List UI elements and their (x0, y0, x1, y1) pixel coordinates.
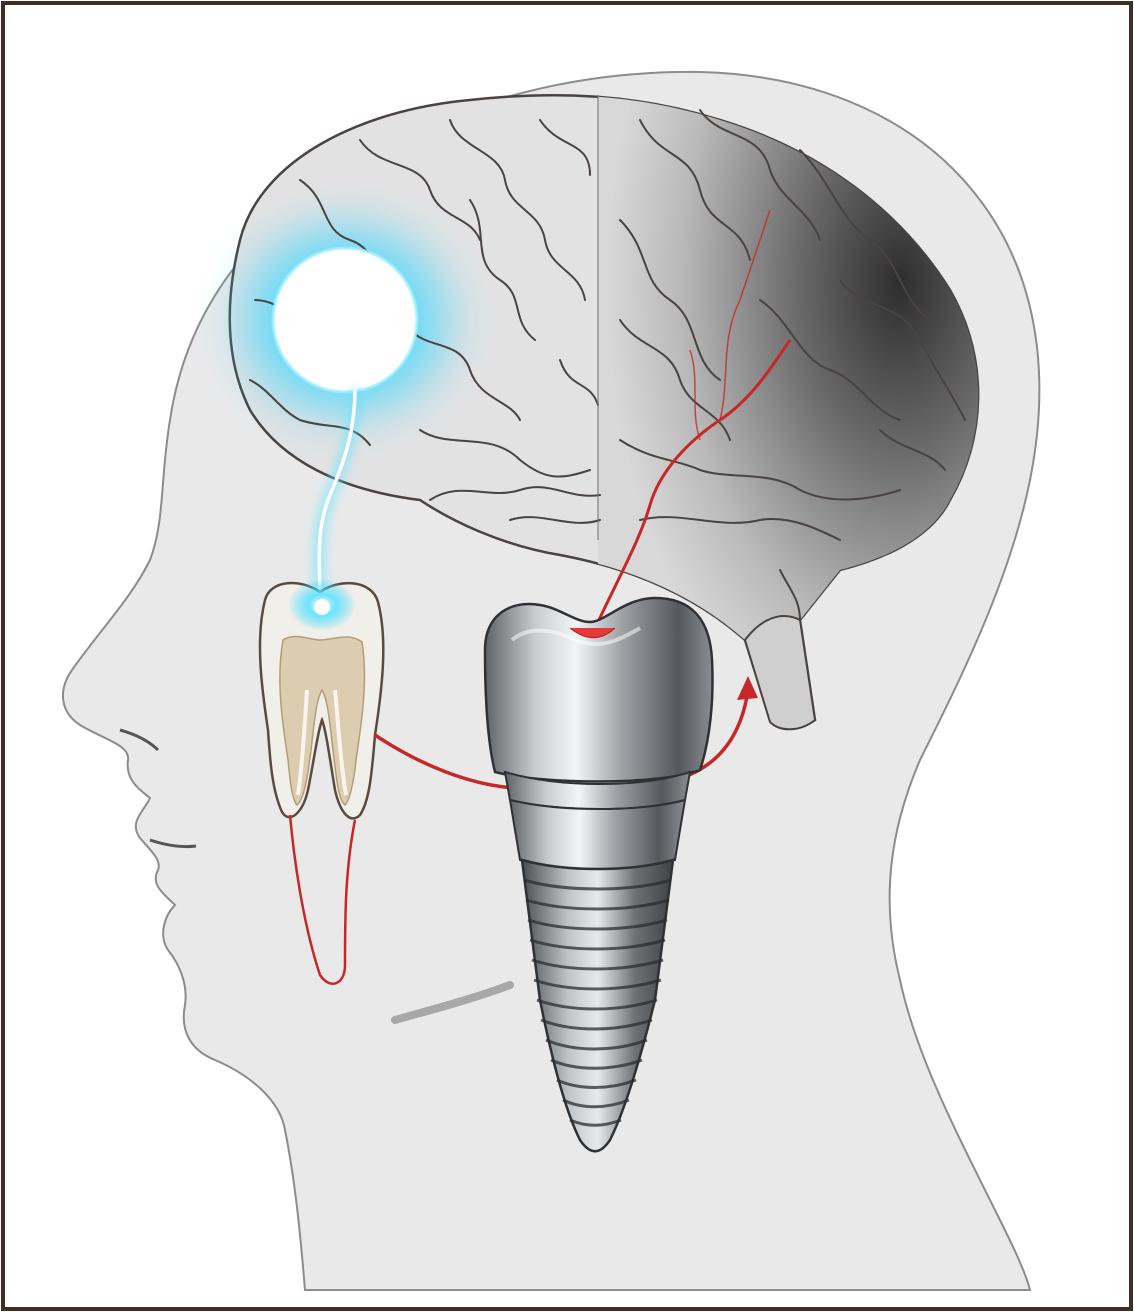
tooth-signal-dot (314, 599, 330, 615)
